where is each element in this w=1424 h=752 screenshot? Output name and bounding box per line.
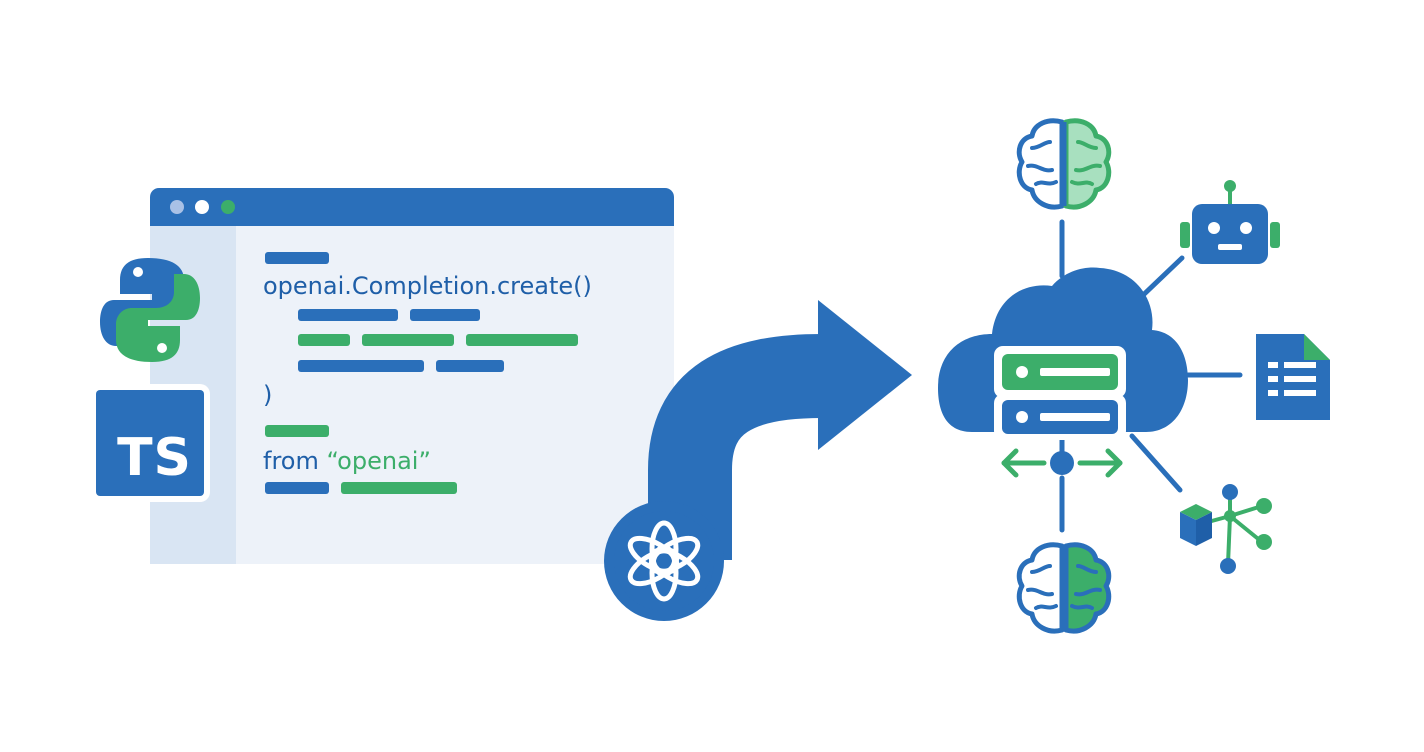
code-bar <box>466 334 578 346</box>
curved-arrow-icon <box>648 300 912 560</box>
editor-body <box>150 188 674 564</box>
editor-titlebar-base <box>150 210 674 226</box>
python-logo-icon <box>100 258 200 362</box>
code-line-import: from “openai” <box>263 447 431 475</box>
code-bar <box>298 334 350 346</box>
window-dot-3[interactable] <box>221 200 235 214</box>
document-icon <box>1256 334 1330 420</box>
code-bar <box>265 425 329 437</box>
connector-lines <box>1059 219 1243 533</box>
robot-icon <box>1180 180 1280 264</box>
openai-logo-icon <box>604 501 724 621</box>
code-bar <box>298 309 398 321</box>
network-nodes-icon <box>1180 484 1272 574</box>
code-bar <box>362 334 454 346</box>
code-bar <box>265 252 329 264</box>
window-dot-1[interactable] <box>170 200 184 214</box>
typescript-label: TS <box>117 428 192 488</box>
code-line-close: ) <box>263 381 273 409</box>
code-line-call: openai.Completion.create() <box>263 272 592 300</box>
import-string: “openai” <box>326 447 431 475</box>
brain-icon <box>1016 118 1112 210</box>
code-bar <box>410 309 480 321</box>
code-bar <box>436 360 504 372</box>
import-keyword: from <box>263 447 327 475</box>
code-editor-window <box>150 188 674 564</box>
cloud-server-icon <box>938 267 1188 478</box>
typescript-logo-icon <box>90 384 210 502</box>
code-bar <box>265 482 329 494</box>
code-bar <box>298 360 424 372</box>
brain-icon <box>1016 542 1112 634</box>
code-bar <box>341 482 457 494</box>
window-dot-2[interactable] <box>195 200 209 214</box>
